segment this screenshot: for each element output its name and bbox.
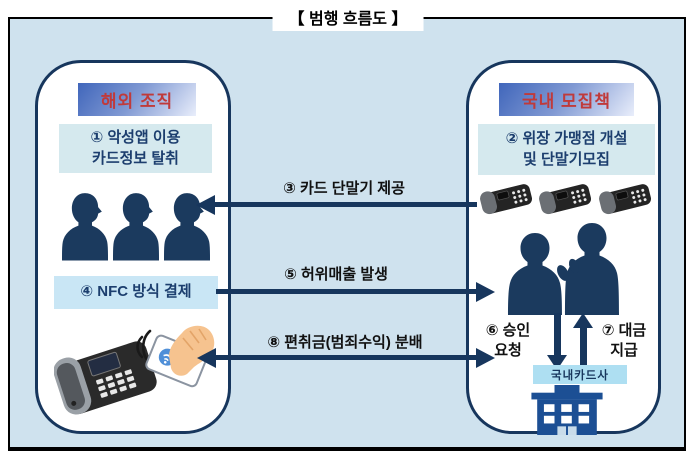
step8-arrowhead-right bbox=[476, 348, 495, 368]
step2-line1: ② 위장 가맹점 개설 bbox=[505, 130, 628, 148]
domestic-recruiter-panel: 국내 모집책 ② 위장 가맹점 개설 및 단말기모집 bbox=[466, 60, 661, 435]
nfc-payment-icon bbox=[54, 313, 218, 427]
step4-box: ④ NFC 방식 결제 bbox=[54, 276, 218, 309]
step3-label: ③ 카드 단말기 제공 bbox=[283, 180, 405, 197]
pos-terminal-icon bbox=[479, 177, 535, 221]
pos-terminal-icon bbox=[598, 177, 654, 221]
down-arrow-icon bbox=[547, 313, 567, 370]
step5-label: ⑤ 허위매출 발생 bbox=[284, 266, 388, 283]
overseas-org-panel: 해외 조직 ① 악성앱 이용 카드정보 탈취 ④ NFC 방식 결제 bbox=[35, 60, 231, 434]
step8-arrowhead-left bbox=[197, 348, 216, 368]
overseas-org-header: 해외 조직 bbox=[78, 83, 196, 116]
step5-arrowhead-right bbox=[476, 282, 495, 302]
step4-label: ④ NFC 방식 결제 bbox=[80, 283, 192, 301]
building-icon bbox=[528, 385, 606, 435]
card-company-label: 국내카드사 bbox=[533, 365, 627, 384]
two-people-talking-icon bbox=[497, 221, 629, 315]
step2-line2: 및 단말기모집 bbox=[523, 150, 610, 168]
person-silhouette-icon bbox=[113, 183, 159, 269]
pos-terminal-icon bbox=[538, 177, 594, 221]
step3-arrow-line bbox=[213, 202, 477, 207]
step8-arrow-line bbox=[214, 355, 478, 360]
step2-box: ② 위장 가맹점 개설 및 단말기모집 bbox=[478, 124, 655, 175]
overseas-members-group bbox=[62, 181, 210, 269]
person-silhouette-icon bbox=[62, 183, 108, 269]
step5-arrow-line bbox=[216, 289, 478, 294]
step8-label: ⑧ 편취금(범죄수익) 분배 bbox=[267, 334, 423, 351]
step1-line2: 카드정보 탈취 bbox=[92, 149, 179, 167]
step3-arrowhead-left bbox=[196, 195, 215, 215]
page-title: 【 범행 흐름도 】 bbox=[272, 3, 424, 31]
step1-line1: ① 악성앱 이용 bbox=[90, 129, 181, 147]
domestic-recruiter-header: 국내 모집책 bbox=[499, 83, 634, 116]
up-arrow-icon bbox=[573, 313, 593, 370]
terminals-group bbox=[477, 175, 656, 223]
step6-label: ⑥ 승인 요청 bbox=[485, 322, 531, 359]
step1-box: ① 악성앱 이용 카드정보 탈취 bbox=[59, 124, 212, 173]
step7-label: ⑦ 대금 지급 bbox=[601, 322, 647, 359]
